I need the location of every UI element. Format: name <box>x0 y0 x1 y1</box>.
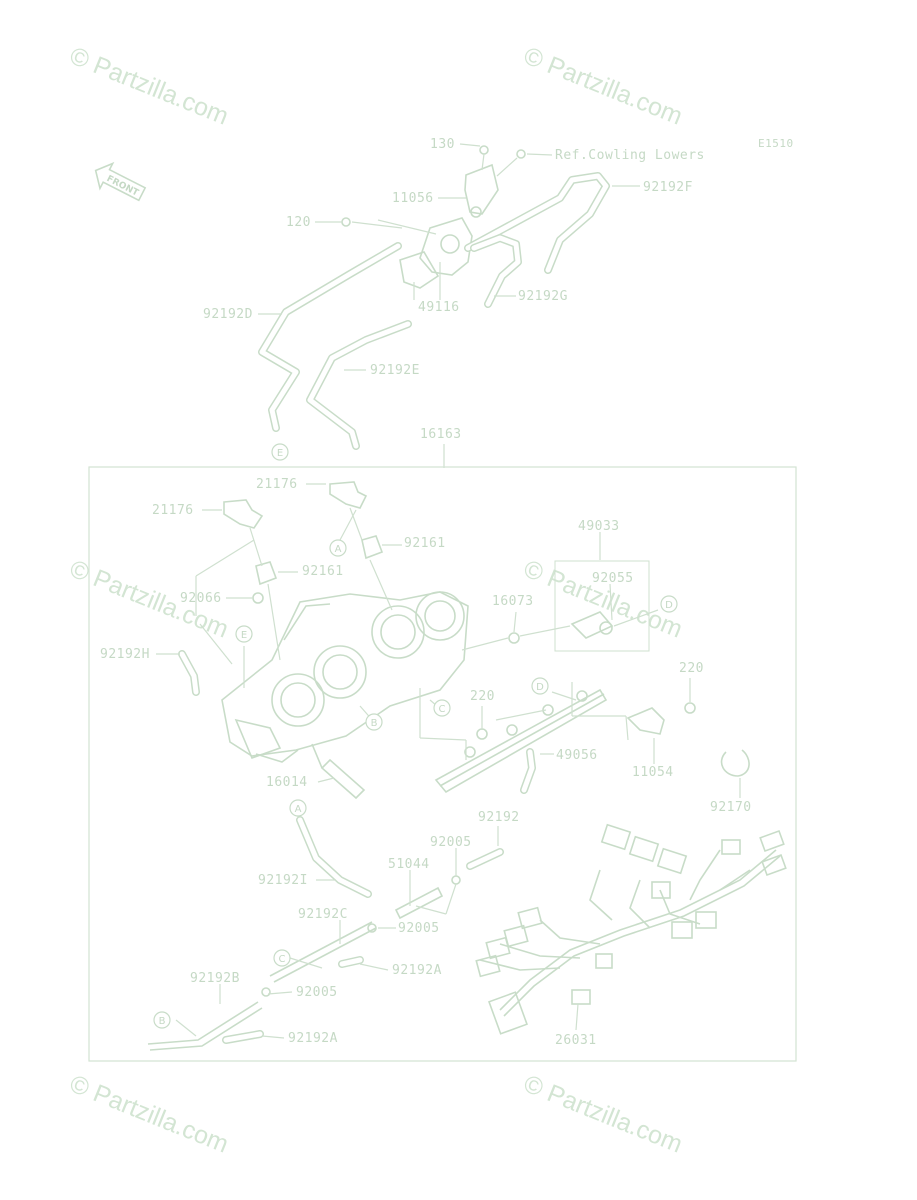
part-92192B: 92192B <box>190 971 240 986</box>
part-92055: 92055 <box>592 571 634 586</box>
part-11056: 11056 <box>392 191 434 206</box>
clamp-92170 <box>720 749 750 777</box>
callouts: E A E B C D D A C B <box>153 443 678 1029</box>
part-92192D: 92192D <box>203 307 253 322</box>
part-51044: 51044 <box>388 857 430 872</box>
callout-E-top: E <box>277 448 283 459</box>
fuel-rail <box>434 688 608 794</box>
part-92192H: 92192H <box>100 647 150 662</box>
part-21176-left: 21176 <box>152 503 194 518</box>
callout-C-lower: C <box>279 954 286 965</box>
watermark-bottom-left: © Partzilla.com <box>66 1070 233 1159</box>
part-92192A-lower: 92192A <box>288 1031 338 1046</box>
part-220-right: 220 <box>679 661 704 676</box>
callout-B-upper: B <box>371 718 378 729</box>
part-92192E: 92192E <box>370 363 420 378</box>
part-92192A-upper: 92192A <box>392 963 442 978</box>
throttle-body-assembly-box <box>88 466 797 1062</box>
leader-lines-lower <box>175 808 579 1039</box>
part-16163: 16163 <box>420 427 462 442</box>
callout-A-upper: A <box>335 544 342 555</box>
part-92192: 92192 <box>478 810 520 825</box>
part-92192C: 92192C <box>298 907 348 922</box>
part-11054: 11054 <box>632 765 674 780</box>
part-16014: 16014 <box>266 775 308 790</box>
part-92192I: 92192I <box>258 873 308 888</box>
part-49116: 49116 <box>418 300 460 315</box>
upper-assembly <box>258 145 610 450</box>
connectors-21176 <box>223 481 384 586</box>
part-92192G: 92192G <box>518 289 568 304</box>
callout-E-box: E <box>241 630 247 641</box>
part-120: 120 <box>286 215 311 230</box>
watermark-bottom-right: © Partzilla.com <box>520 1070 687 1159</box>
part-16073: 16073 <box>492 594 534 609</box>
part-220-left: 220 <box>470 689 495 704</box>
watermark-top-right: © Partzilla.com <box>520 42 687 131</box>
diagram-code: E1510 <box>758 137 794 150</box>
part-92192F: 92192F <box>643 180 693 195</box>
callout-B-lower: B <box>159 1016 166 1027</box>
part-49056: 49056 <box>556 748 598 763</box>
leader-lines-upper <box>258 143 640 468</box>
part-130: 130 <box>430 137 455 152</box>
callout-C-upper: C <box>439 704 446 715</box>
wiring-harness <box>475 823 787 1035</box>
part-49033: 49033 <box>578 519 620 534</box>
vacuum-hoses-lower <box>147 816 504 1051</box>
watermark-top-left: © Partzilla.com <box>66 42 233 131</box>
front-arrow-icon: FRONT <box>94 161 147 202</box>
callout-D-rail: D <box>536 682 544 693</box>
leader-lines-main <box>156 483 741 798</box>
part-92161-left: 92161 <box>302 564 344 579</box>
bracket-11054 <box>626 702 696 735</box>
pressure-regulator <box>508 560 650 652</box>
callout-D-regulator: D <box>665 600 673 611</box>
part-92005-bottom: 92005 <box>296 985 338 1000</box>
ref-cowling-lowers: Ref.Cowling Lowers <box>555 148 705 163</box>
part-92170: 92170 <box>710 800 752 815</box>
throttle-body-assembly <box>221 591 469 800</box>
part-92066: 92066 <box>180 591 222 606</box>
part-26031: 26031 <box>555 1033 597 1048</box>
part-21176-right: 21176 <box>256 477 298 492</box>
callout-A-lower: A <box>295 804 302 815</box>
part-92005-top: 92005 <box>430 835 472 850</box>
part-labels: 130 Ref.Cowling Lowers 11056 92192F 120 … <box>100 137 752 1048</box>
part-92161-right: 92161 <box>404 536 446 551</box>
part-92005-mid: 92005 <box>398 921 440 936</box>
